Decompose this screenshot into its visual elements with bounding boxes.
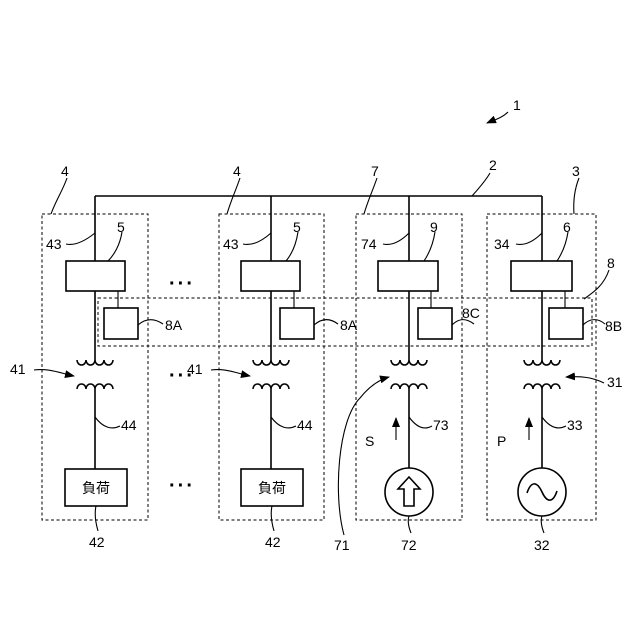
meter-8c [418,308,452,339]
label-4-left: 4 [61,163,69,179]
label-42-left: 42 [89,534,105,550]
label-8: 8 [607,255,615,271]
dc-source-72 [385,468,433,516]
label-34: 34 [494,236,510,252]
label-7: 7 [371,163,379,179]
transformer-71-primary [391,360,427,365]
label-2: 2 [489,157,497,173]
label-p: P [497,433,506,449]
ellipsis-top: ··· [169,273,195,295]
label-42-mid: 42 [265,534,281,550]
label-74: 74 [361,236,377,252]
label-31: 31 [607,374,623,390]
transformer-31-primary [524,360,560,365]
label-44-left: 44 [121,417,137,433]
controller-6 [511,261,572,291]
label-8c: 8C [462,305,480,321]
bus-2 [95,196,542,262]
label-6: 6 [563,219,571,235]
label-8a-left: 8A [165,317,183,333]
label-4-mid: 4 [233,163,241,179]
transformer-71-secondary [391,384,427,389]
transformer-41-left-primary [77,360,113,365]
label-33: 33 [567,417,583,433]
meter-8a-left [104,308,138,339]
label-71: 71 [334,537,350,553]
label-s: S [365,433,374,449]
controller-9 [378,261,438,291]
controller-5-left [66,261,125,291]
label-44-mid: 44 [297,417,313,433]
meter-8a-mid [280,308,314,339]
label-32: 32 [534,537,550,553]
meter-8b [549,308,583,339]
label-5-mid: 5 [293,219,301,235]
transformer-41-left-secondary [77,384,113,389]
label-1: 1 [513,97,521,113]
label-43-mid: 43 [223,236,239,252]
label-41-left: 41 [10,361,26,377]
label-43-left: 43 [46,236,62,252]
column-generator-3 [511,261,583,516]
label-9: 9 [430,219,438,235]
column-source-7 [378,261,452,516]
load-42-mid-text: 負荷 [258,481,286,497]
label-5-left: 5 [117,219,125,235]
label-72: 72 [401,537,417,553]
controller-5-mid [241,261,300,291]
transformer-41-mid-primary [253,360,289,365]
label-73: 73 [433,417,449,433]
label-8a-mid: 8A [340,317,358,333]
transformer-41-mid-secondary [253,384,289,389]
load-42-left-text: 負荷 [82,481,110,497]
label-8b: 8B [605,318,622,334]
label-41-mid: 41 [187,361,203,377]
ellipsis-bottom: ··· [169,475,195,497]
transformer-31-secondary [524,384,560,389]
label-3: 3 [572,163,580,179]
